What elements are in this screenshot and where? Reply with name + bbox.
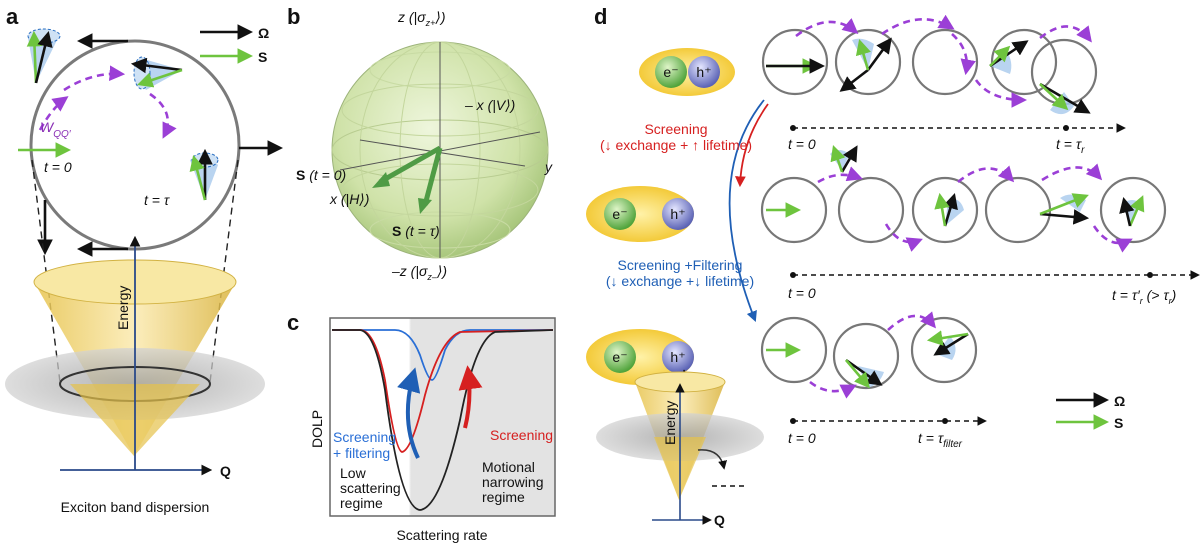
svg-text:e⁻: e⁻ [612,206,627,222]
exciton-pair-2: e⁻ h⁺ [586,186,694,242]
legend-spin-label: S [258,49,267,65]
scattering-arrow-3 [38,96,69,131]
legend-d-spin-label: S [1114,415,1123,431]
spin-cone-top-left [26,28,61,84]
screening-transition-label: Screening(↓ exchange + ↑ lifetime) [600,121,752,153]
row2-end-dot [1147,272,1153,278]
row3-end-label: t = τfilter [918,430,963,450]
time-tau-label: t = τ [144,192,170,208]
bloch-minus-x-label: – x (|V⟩) [464,97,515,113]
filtering-transition-arrow [728,99,765,323]
svg-text:h⁺: h⁺ [670,206,685,222]
svg-text:h⁺: h⁺ [696,64,711,80]
bloch-y-label: y [544,159,553,175]
spin-cone-top-right [130,56,183,90]
svg-text:h⁺: h⁺ [670,349,685,365]
screening-arrow [458,365,483,429]
q-axis-label-d: Q [714,512,725,528]
scattering-arrow-1 [63,65,126,92]
row3-start-dot [790,418,796,424]
energy-axis-label-d: Energy [662,401,678,445]
dolp-axis-label: DOLP [309,410,325,448]
bloch-s-tau-label: S (t = τ) [392,223,440,239]
scattering-rate-axis-label: Scattering rate [396,527,487,543]
panel-a-label: a [6,4,19,29]
spin-cone-right [189,148,219,201]
legend-d-omega-label: Ω [1114,393,1125,409]
row1-precession [761,14,1098,115]
panel-d-label: d [594,4,607,29]
svg-text:e⁻: e⁻ [612,349,627,365]
bloch-z-bottom-label: –z (|σz–⟩) [391,263,447,282]
bloch-z-top-label: z (|σz+⟩) [397,9,446,28]
scattering-rate-label: WQQ′ [40,119,72,140]
row1-start-label: t = 0 [788,136,816,152]
bloch-sphere [331,41,549,259]
screening-transition-arrow [734,103,769,188]
bloch-x-label: x (|H⟩) [329,191,369,207]
panel-b-label: b [287,4,300,29]
panel-c-label: c [287,310,299,335]
label-screening-filtering: Screening+ filtering [333,429,396,461]
svg-text:e⁻: e⁻ [663,64,678,80]
panel-a-caption: Exciton band dispersion [61,499,210,515]
bloch-s-t0-label: S (t = 0) [296,167,346,183]
row2-start-label: t = 0 [788,285,816,301]
energy-axis-label: Energy [115,286,131,330]
filter-cutoff-arrow [697,449,727,470]
row1-end-label: t = τr [1056,136,1085,156]
label-screening: Screening [490,427,553,443]
exciton-pair-1: e⁻ h⁺ [639,48,735,96]
row2-end-label: t = τ′r (> τr) [1112,287,1176,306]
q-axis-label: Q [220,463,231,479]
row1-start-dot [790,125,796,131]
time-start-label: t = 0 [44,159,72,175]
row3-end-dot [942,418,948,424]
curve-screening [332,329,554,453]
exciton-pair-3: e⁻ h⁺ [586,329,694,385]
legend-omega-label: Ω [258,25,269,41]
row3-start-label: t = 0 [788,430,816,446]
row3-precession [760,311,978,399]
curve-screening-filtering [332,329,553,381]
filtering-transition-label: Screening +Filtering(↓ exchange +↓ lifet… [606,257,754,289]
filtering-arrow [397,367,421,459]
row2-precession [760,145,1167,253]
row2-start-dot [790,272,796,278]
scattering-arrow-2 [149,92,177,139]
row1-end-dot [1063,125,1069,131]
